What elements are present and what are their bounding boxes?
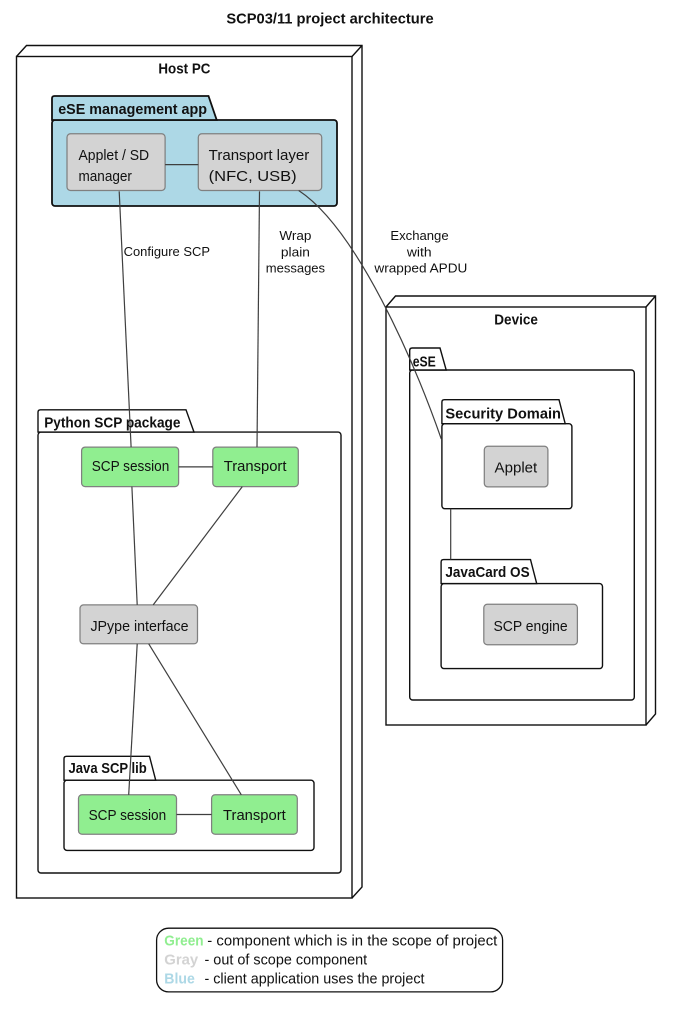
svg-text:JavaCard OS: JavaCard OS — [445, 564, 529, 581]
svg-text:Java SCP lib: Java SCP lib — [69, 760, 147, 777]
svg-text:Transport: Transport — [223, 807, 287, 824]
svg-text:with: with — [406, 244, 432, 259]
svg-text:Blue: Blue — [164, 970, 195, 987]
svg-text:Python SCP package: Python SCP package — [44, 414, 180, 431]
svg-text:JPype interface: JPype interface — [90, 618, 188, 635]
svg-text:SCP session: SCP session — [89, 807, 167, 824]
svg-text:Transport: Transport — [224, 458, 288, 475]
svg-text:- out of scope component: - out of scope component — [205, 951, 368, 968]
svg-text:Wrap: Wrap — [279, 228, 311, 243]
svg-text:- component which is in the sc: - component which is in the scope of pro… — [207, 932, 498, 949]
svg-text:SCP session: SCP session — [92, 458, 170, 475]
svg-text:plain: plain — [281, 244, 310, 259]
svg-text:Transport layer: Transport layer — [209, 147, 310, 164]
svg-text:eSE management app: eSE management app — [58, 101, 207, 118]
svg-text:- client application uses the: - client application uses the project — [205, 970, 426, 987]
svg-text:Exchange: Exchange — [390, 228, 448, 243]
svg-text:SCP03/11 project architecture: SCP03/11 project architecture — [226, 11, 433, 28]
svg-text:wrapped APDU: wrapped APDU — [373, 261, 467, 276]
svg-text:Gray: Gray — [164, 951, 199, 968]
svg-text:(NFC, USB): (NFC, USB) — [209, 168, 297, 185]
svg-text:Green: Green — [164, 932, 203, 949]
svg-text:eSE: eSE — [413, 354, 436, 371]
svg-text:Applet / SD: Applet / SD — [79, 147, 150, 164]
svg-text:SCP engine: SCP engine — [494, 618, 568, 635]
svg-text:messages: messages — [266, 261, 326, 276]
svg-text:Device: Device — [494, 312, 538, 329]
svg-text:manager: manager — [79, 168, 132, 185]
svg-text:Host PC: Host PC — [158, 61, 210, 78]
svg-text:Security Domain: Security Domain — [445, 405, 561, 422]
svg-text:Applet: Applet — [495, 459, 539, 476]
svg-text:Configure SCP: Configure SCP — [124, 244, 210, 259]
